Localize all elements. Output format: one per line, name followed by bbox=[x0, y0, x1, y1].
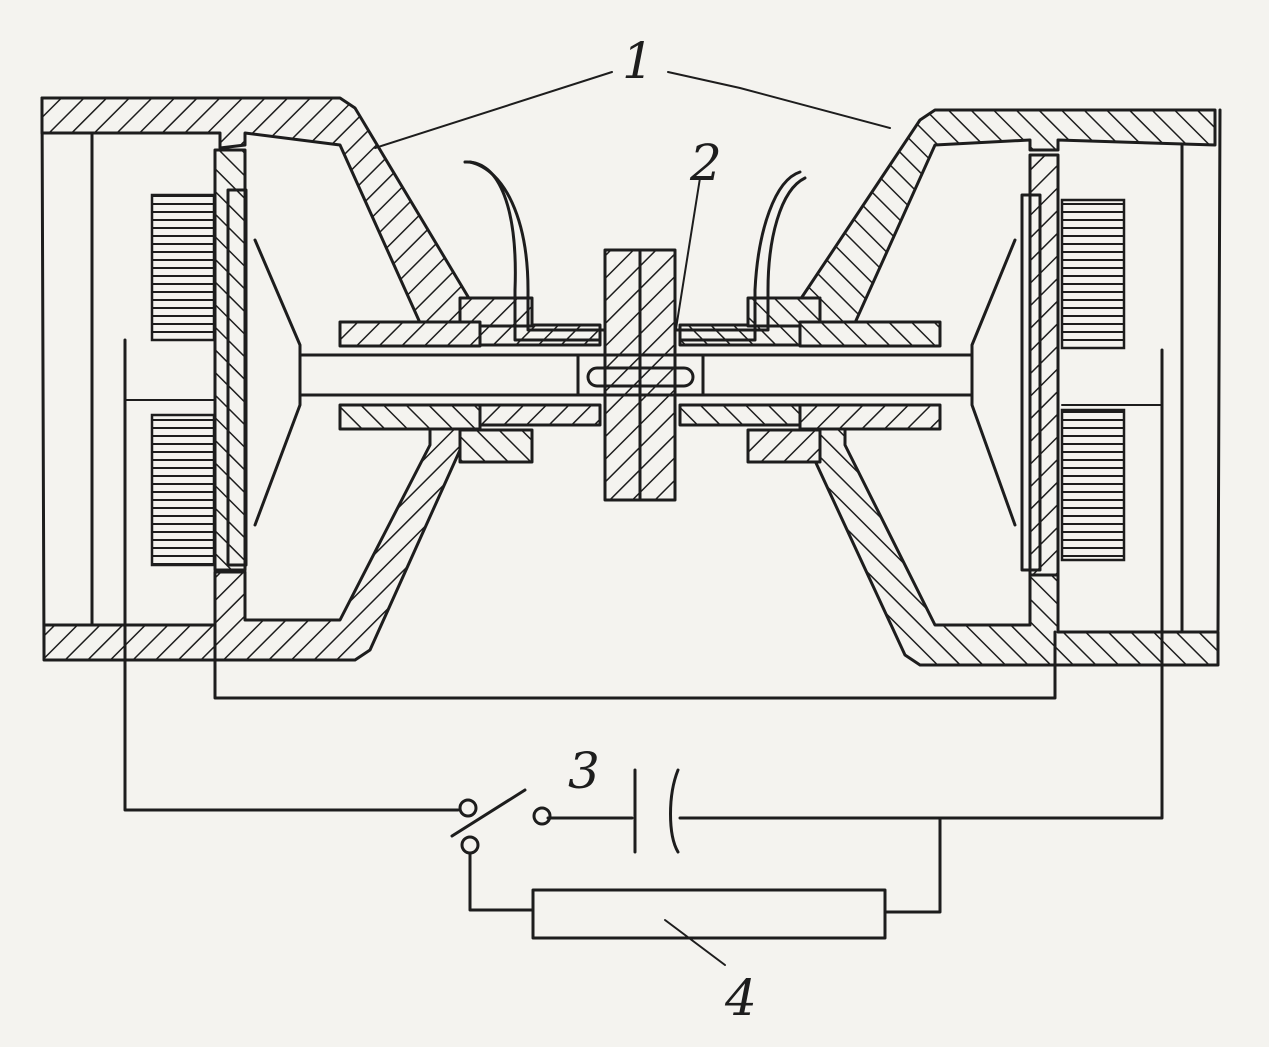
switch-contact-bottom bbox=[460, 835, 480, 855]
resistor bbox=[531, 888, 887, 940]
capacitor-plate-right bbox=[669, 768, 680, 854]
switch-contact-top bbox=[458, 798, 478, 818]
label-part-4: 4 bbox=[724, 969, 757, 1027]
right-coil-lower bbox=[1060, 408, 1126, 562]
left-pole bbox=[213, 148, 247, 572]
right-housing bbox=[678, 108, 1222, 667]
left-housing-bottom-wall bbox=[42, 403, 602, 662]
central-assembly bbox=[298, 160, 974, 502]
left-coil-upper bbox=[150, 193, 216, 342]
left-coil-lower bbox=[150, 413, 216, 567]
circuit bbox=[123, 623, 1164, 940]
switch-contact-right bbox=[532, 806, 552, 826]
label-part-2: 2 bbox=[689, 134, 722, 192]
leader-lines bbox=[374, 71, 891, 966]
label-part-1: 1 bbox=[622, 32, 654, 90]
right-coil-upper bbox=[1060, 198, 1126, 350]
right-pole bbox=[1028, 153, 1060, 577]
label-part-3: 3 bbox=[568, 742, 600, 800]
left-housing bbox=[40, 96, 602, 662]
